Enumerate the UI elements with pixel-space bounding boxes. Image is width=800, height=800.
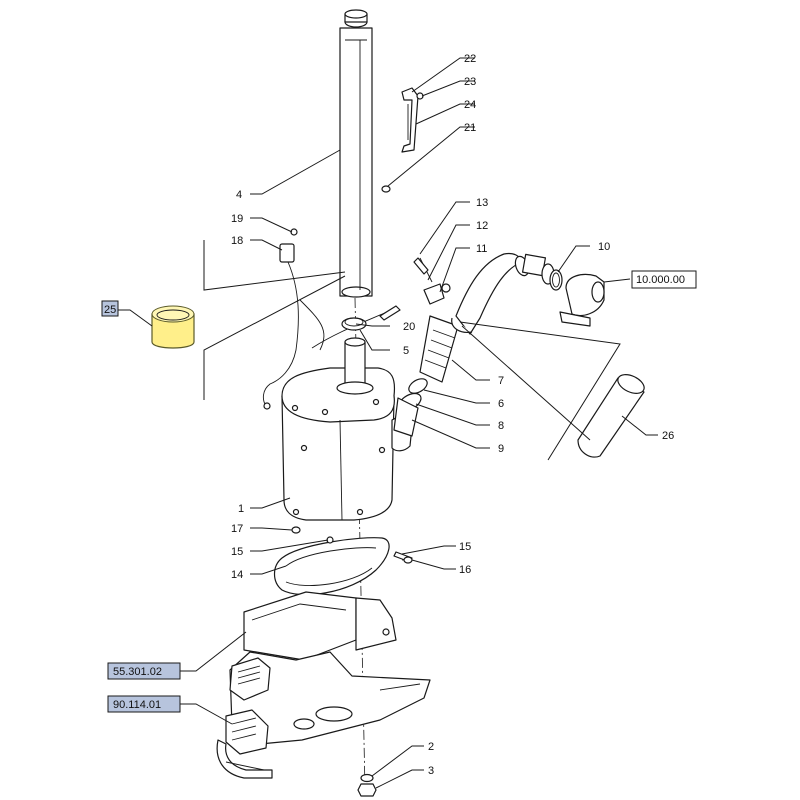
callout-18: 18 [231, 235, 243, 247]
callout-9: 9 [498, 443, 504, 455]
pin-part-13 [413, 257, 429, 275]
intake-duct-part [451, 252, 555, 335]
callout-7: 7 [498, 375, 504, 387]
air-cleaner-part [559, 273, 605, 327]
callout-13: 13 [476, 197, 488, 209]
callout-14: 14 [231, 569, 243, 581]
bolt-part-16 [393, 551, 413, 564]
callout-8: 8 [498, 420, 504, 432]
ref-label-90-114-01: 90.114.01 [113, 699, 161, 711]
callout-5: 5 [403, 345, 409, 357]
callout-15-left: 15 [231, 546, 243, 558]
exhaust-pipe-part [339, 9, 373, 298]
callout-25: 25 [104, 304, 116, 316]
nut-part-21 [381, 185, 391, 193]
muffler-part [281, 337, 413, 521]
callout-2: 2 [428, 741, 434, 753]
callout-26: 26 [662, 430, 674, 442]
adapter-part-9 [393, 397, 419, 437]
ref-label-10-000-00: 10.000.00 [636, 274, 685, 286]
callout-labels: 22 23 24 21 4 19 18 20 5 13 12 11 10 7 6… [231, 53, 674, 777]
nut-part-17 [291, 526, 301, 534]
washer-part-2 [360, 773, 374, 783]
callout-17: 17 [231, 523, 243, 535]
fitting-part-11 [423, 283, 451, 305]
frame-assembly [216, 591, 431, 779]
callout-6: 6 [498, 398, 504, 410]
rain-cap-part-26 [577, 374, 645, 458]
ref-label-55-301-02: 55.301.02 [113, 666, 162, 678]
callout-23: 23 [464, 76, 476, 88]
callout-12: 12 [476, 220, 488, 232]
clamp-part-5 [341, 317, 367, 331]
ref-box-90-114-01[interactable]: 90.114.01 [107, 695, 181, 713]
ref-box-55-301-02[interactable]: 55.301.02 [107, 662, 181, 680]
sensor-part [262, 228, 397, 410]
clip-part-20 [379, 305, 401, 321]
callout-15-right: 15 [459, 541, 471, 553]
callout-10: 10 [598, 241, 610, 253]
leader-lines [116, 57, 658, 789]
ref-box-10-000-00[interactable]: 10.000.00 [631, 270, 697, 289]
callout-4: 4 [236, 189, 242, 201]
callout-16: 16 [459, 564, 471, 576]
sleeve-part-25 [151, 305, 195, 349]
callout-21: 21 [464, 122, 476, 134]
callout-11: 11 [476, 243, 487, 255]
callout-22: 22 [464, 53, 476, 65]
clamp-part-10 [549, 269, 563, 291]
callout-24: 24 [464, 99, 476, 111]
band-part-14 [273, 536, 390, 596]
flex-hose-part-7 [419, 315, 459, 383]
callout-19: 19 [231, 213, 243, 225]
callout-1: 1 [238, 503, 244, 515]
nut-part-3 [357, 783, 377, 797]
hose-clamp-part-6 [408, 378, 428, 394]
callout-3: 3 [428, 765, 434, 777]
bracket-part [401, 87, 424, 153]
callout-25-box[interactable]: 25 [101, 300, 119, 317]
callout-20: 20 [403, 321, 415, 333]
